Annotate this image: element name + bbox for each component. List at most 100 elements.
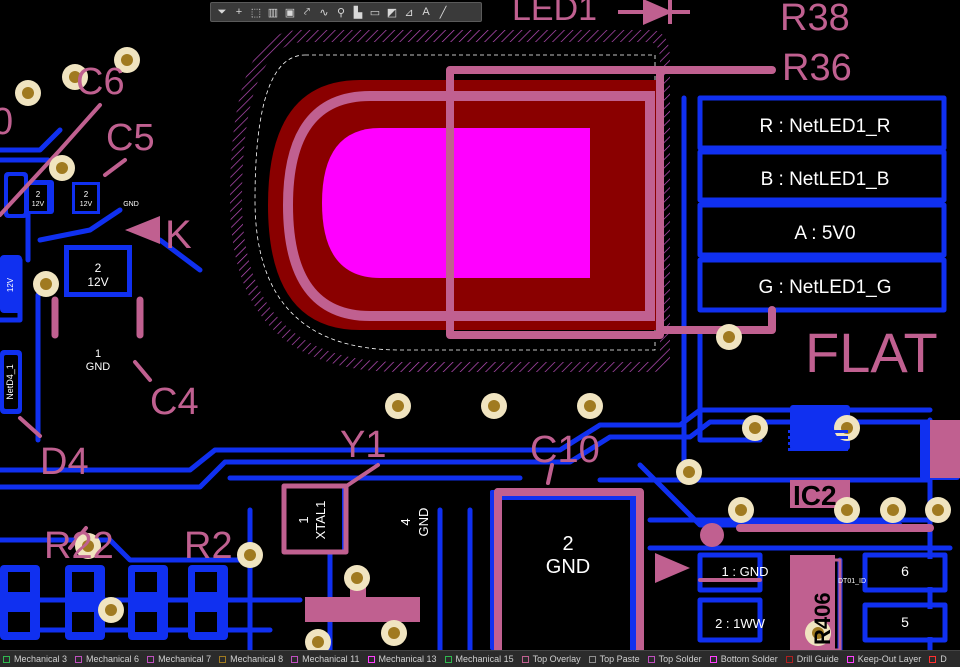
layer-tab-label: Mechanical 8 bbox=[230, 654, 284, 664]
layer-tab-label: Drill Guide bbox=[796, 654, 839, 664]
pad-label: GND bbox=[123, 201, 139, 208]
c10-designator: C10 bbox=[530, 429, 600, 471]
layer-color-swatch bbox=[75, 655, 83, 663]
filter-icon[interactable]: ⏷ bbox=[217, 5, 227, 18]
pad-label: XTAL1 bbox=[313, 501, 328, 540]
net-label-a: A : 5V0 bbox=[794, 223, 855, 244]
pad-label: 12V bbox=[32, 201, 45, 208]
layer-color-swatch bbox=[785, 655, 793, 663]
layer-color-swatch bbox=[147, 655, 155, 663]
overlay-fills bbox=[125, 216, 960, 650]
rectangle-select-icon[interactable]: ⬚ bbox=[250, 6, 262, 19]
pad-label: 2 bbox=[36, 190, 41, 199]
ic2-pad-stripes bbox=[788, 430, 848, 451]
d4-designator: D4 bbox=[40, 441, 89, 483]
cross-icon[interactable]: + bbox=[235, 6, 243, 18]
net-label-r: R : NetLED1_R bbox=[760, 116, 891, 137]
pad-label: DT01_ID bbox=[838, 578, 866, 585]
layer-tab-label: Top Solder bbox=[658, 654, 702, 664]
layer-tab[interactable]: Drill Guide bbox=[783, 651, 844, 667]
layer-tab-label: D bbox=[940, 654, 947, 664]
pad-label: 2 bbox=[84, 190, 89, 199]
layer-tab[interactable]: D bbox=[926, 651, 952, 667]
ic2-designator: IC2 bbox=[793, 480, 837, 511]
layer-color-swatch bbox=[846, 655, 854, 663]
route-icon[interactable]: ⤤ bbox=[303, 5, 311, 18]
y1-designator: Y1 bbox=[340, 424, 386, 466]
layer-color-swatch bbox=[929, 655, 937, 663]
pad-label: NetD4_1 bbox=[5, 364, 15, 400]
layer-tab-label: Bottom Solder bbox=[720, 654, 778, 664]
layer-color-swatch bbox=[291, 655, 299, 663]
layer-tab[interactable]: Top Overlay bbox=[519, 651, 586, 667]
pad-label: 2 bbox=[562, 533, 573, 555]
c4-designator: C4 bbox=[150, 381, 199, 423]
pad-label: 12V bbox=[87, 275, 108, 289]
pad-label: 12V bbox=[6, 277, 15, 292]
layer-tab-label: Mechanical 11 bbox=[302, 654, 360, 664]
pad-label: 1 : GND bbox=[722, 564, 769, 579]
layer-tab[interactable]: Top Paste bbox=[586, 651, 645, 667]
polygon-icon[interactable]: ▙ bbox=[353, 6, 363, 19]
layer-color-swatch bbox=[647, 655, 655, 663]
layer-tab[interactable]: Mechanical 3 bbox=[0, 651, 72, 667]
r36-designator: R36 bbox=[782, 47, 852, 89]
thru-holes bbox=[15, 47, 951, 655]
layer-tab-label: Top Paste bbox=[599, 654, 640, 664]
layer-tab[interactable]: Bottom Solder bbox=[707, 651, 783, 667]
align-icon[interactable]: ▥ bbox=[267, 6, 279, 19]
pad-label: 4 bbox=[398, 518, 413, 525]
net-label-b: B : NetLED1_B bbox=[761, 169, 890, 190]
smd-pads bbox=[26, 182, 132, 297]
layer-tab[interactable]: Mechanical 11 bbox=[288, 651, 364, 667]
r22-designator: R22 bbox=[44, 525, 114, 567]
pad-label: GND bbox=[546, 556, 590, 578]
c6-designator: C6 bbox=[76, 61, 125, 103]
line-icon[interactable]: ╱ bbox=[439, 6, 447, 19]
pad-label: GND bbox=[416, 508, 431, 537]
flat-marker: FLAT bbox=[805, 321, 938, 384]
layer-color-swatch bbox=[219, 655, 227, 663]
r38-designator: R38 bbox=[780, 0, 850, 39]
via-icon[interactable]: ⚲ bbox=[336, 6, 346, 19]
layer-color-swatch bbox=[444, 655, 452, 663]
pad-label: 12V bbox=[80, 201, 93, 208]
layer-tab[interactable]: Mechanical 8 bbox=[216, 651, 288, 667]
layer-tab-label: Mechanical 13 bbox=[378, 654, 437, 664]
layer-tab-label: Mechanical 3 bbox=[14, 654, 68, 664]
net-label-g: G : NetLED1_G bbox=[758, 277, 891, 298]
pad-label: 6 bbox=[901, 563, 909, 579]
partial-designator: 0 bbox=[0, 101, 13, 143]
layer-tab-label: Top Overlay bbox=[532, 654, 581, 664]
pad-label: 1 bbox=[95, 348, 101, 360]
bottom-traces bbox=[0, 95, 953, 653]
cathode-marker: K bbox=[165, 213, 192, 257]
component-icon[interactable]: ▣ bbox=[284, 6, 296, 19]
layer-tab[interactable]: Keep-Out Layer bbox=[844, 651, 927, 667]
pad-label: GND bbox=[86, 361, 111, 373]
layer-tab[interactable]: Mechanical 6 bbox=[72, 651, 144, 667]
pad-label: 1 bbox=[296, 516, 311, 523]
interactive-route-icon[interactable]: ∿ bbox=[319, 6, 329, 19]
layer-tab-label: Mechanical 6 bbox=[86, 654, 140, 664]
pad-insets bbox=[4, 102, 941, 650]
active-bar-toolbar: ⏷ + ⬚ ▥ ▣ ⤤ ∿ ⚲ ▙ ▭ ◩ ⊿ A ╱ bbox=[210, 2, 482, 22]
layer-tab-label: Keep-Out Layer bbox=[857, 654, 922, 664]
led-symbol bbox=[618, 0, 690, 26]
pad-label: 2 bbox=[95, 261, 102, 275]
dimension-icon[interactable]: ⊿ bbox=[404, 6, 414, 19]
layer-tab-label: Mechanical 15 bbox=[455, 654, 514, 664]
region-icon[interactable]: ◩ bbox=[386, 6, 398, 19]
fill-icon[interactable]: ▭ bbox=[369, 6, 381, 19]
layer-tab[interactable]: Mechanical 13 bbox=[365, 651, 442, 667]
text-icon[interactable]: A bbox=[422, 6, 430, 18]
layer-tab[interactable]: Top Solder bbox=[645, 651, 707, 667]
layer-color-swatch bbox=[588, 655, 596, 663]
layer-color-swatch bbox=[367, 655, 375, 663]
layer-tab[interactable]: Mechanical 15 bbox=[442, 651, 519, 667]
layer-tab[interactable]: Mechanical 7 bbox=[144, 651, 216, 667]
r2-designator: R2 bbox=[184, 525, 233, 567]
pad-label: 5 bbox=[901, 614, 909, 630]
